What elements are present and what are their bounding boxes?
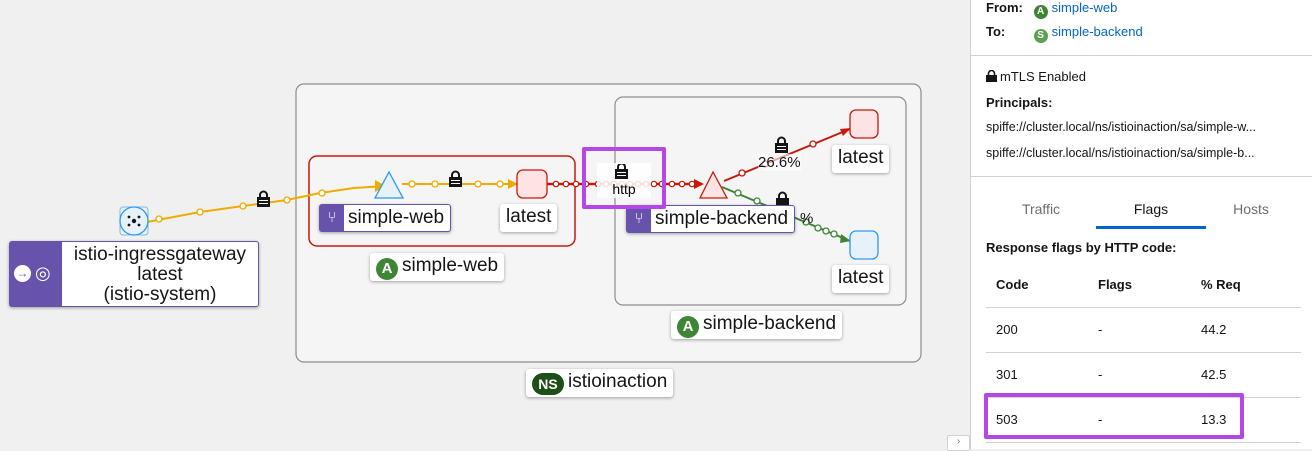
flags-cell: -: [1088, 307, 1191, 353]
column-header-flags[interactable]: Flags: [1088, 262, 1191, 308]
tab-traffic[interactable]: Traffic: [1021, 201, 1061, 217]
table-row: 301 - 42.5: [986, 352, 1301, 398]
lock-icon: [986, 69, 997, 82]
divider: [971, 55, 1312, 56]
app-badge: A: [677, 316, 699, 338]
app-badge-small: A: [1033, 5, 1048, 19]
backend-latest-red-node: [849, 109, 879, 139]
mtls-text: mTLS Enabled: [1000, 69, 1086, 84]
row-highlight-box: [984, 393, 1244, 439]
req-cell: 13.3: [1191, 397, 1301, 443]
branch-icon: ⑂: [320, 205, 344, 231]
to-link[interactable]: simple-backend: [1051, 24, 1143, 39]
flags-cell: -: [1088, 397, 1191, 443]
arrow-circle-icon: →: [14, 265, 31, 282]
branch-icon: ⑂: [627, 206, 651, 232]
code-cell: 200: [986, 307, 1088, 353]
flags-table: Code Flags % Req 200 - 44.2 301 - 42.5 5…: [986, 262, 1301, 443]
simple-web-version-label[interactable]: latest: [500, 204, 558, 232]
column-header-code[interactable]: Code: [986, 262, 1088, 308]
flags-cell: -: [1088, 352, 1191, 398]
namespace-text: istioinaction: [568, 371, 668, 392]
backend-latest-red-label[interactable]: latest: [832, 145, 890, 173]
lock-icon: [776, 191, 789, 208]
ingress-label[interactable]: → ◎ istio-ingressgateway latest (istio-s…: [9, 241, 259, 307]
app-badge: A: [376, 258, 398, 280]
to-label: To:: [986, 24, 1006, 39]
flags-title: Response flags by HTTP code:: [986, 240, 1177, 255]
edge-highlight-box: [582, 147, 666, 209]
tab-hosts[interactable]: Hosts: [1233, 201, 1269, 217]
simple-web-service-label[interactable]: ⑂ simple-web: [319, 204, 452, 232]
principal-source: spiffe://cluster.local/ns/istioinaction/…: [986, 120, 1257, 134]
principals-label: Principals:: [986, 95, 1053, 110]
table-row: 200 - 44.2: [986, 307, 1301, 353]
table-header-row: Code Flags % Req: [986, 262, 1301, 308]
simple-backend-service-node: [698, 170, 729, 199]
edge-label-percent-partial: %: [800, 210, 814, 227]
edge-label-http[interactable]: http: [597, 163, 651, 198]
lock-icon: [615, 164, 628, 179]
from-link[interactable]: simple-web: [1051, 0, 1118, 15]
globe-icon: ◎: [35, 263, 51, 283]
mtls-row: mTLS Enabled: [986, 69, 1086, 84]
column-header-req[interactable]: % Req: [1191, 262, 1301, 308]
arrowhead: [375, 180, 386, 192]
edge-protocol-text: http: [612, 181, 636, 197]
ingress-namespace: (istio-system): [103, 284, 217, 305]
backend-latest-blue-label[interactable]: latest: [832, 265, 890, 293]
lock-icon: [257, 190, 270, 207]
divider: [971, 176, 1312, 177]
simple-web-service-text: simple-web: [348, 207, 445, 228]
simple-web-workload-node: [516, 169, 548, 199]
req-cell: 44.2: [1191, 307, 1301, 353]
backend-latest-red-text: latest: [838, 147, 884, 168]
table-row: 503 - 13.3: [986, 397, 1301, 443]
gateway-icon: [127, 215, 141, 227]
simple-backend-service-label[interactable]: ⑂ simple-backend: [626, 205, 796, 233]
ingress-version: latest: [137, 264, 183, 285]
ingress-icon-block: → ◎: [10, 242, 62, 306]
simple-web-version-text: latest: [506, 206, 552, 227]
namespace-badge: NS: [532, 373, 564, 395]
lock-icon: [449, 170, 462, 187]
lock-icon: [775, 136, 788, 153]
backend-latest-blue-text: latest: [838, 267, 884, 288]
graph-canvas[interactable]: → ◎ istio-ingressgateway latest (istio-s…: [0, 0, 970, 451]
ingress-name: istio-ingressgateway: [73, 244, 247, 265]
simple-backend-service-text: simple-backend: [655, 208, 789, 229]
from-label: From:: [986, 0, 1023, 15]
req-cell: 42.5: [1191, 352, 1301, 398]
code-cell: 503: [986, 397, 1088, 443]
principal-destination: spiffe://cluster.local/ns/istioinaction/…: [986, 146, 1255, 160]
simple-backend-app-text: simple-backend: [703, 313, 837, 334]
backend-latest-blue-node: [849, 230, 879, 260]
edge-label-percent[interactable]: 26.6%: [758, 154, 801, 171]
simple-web-service-node: [373, 170, 405, 199]
service-badge-small: S: [1033, 29, 1048, 43]
simple-web-app-text: simple-web: [402, 255, 499, 276]
code-cell: 301: [986, 352, 1088, 398]
tab-flags[interactable]: Flags: [1096, 193, 1206, 229]
graph-edges: [119, 83, 922, 363]
